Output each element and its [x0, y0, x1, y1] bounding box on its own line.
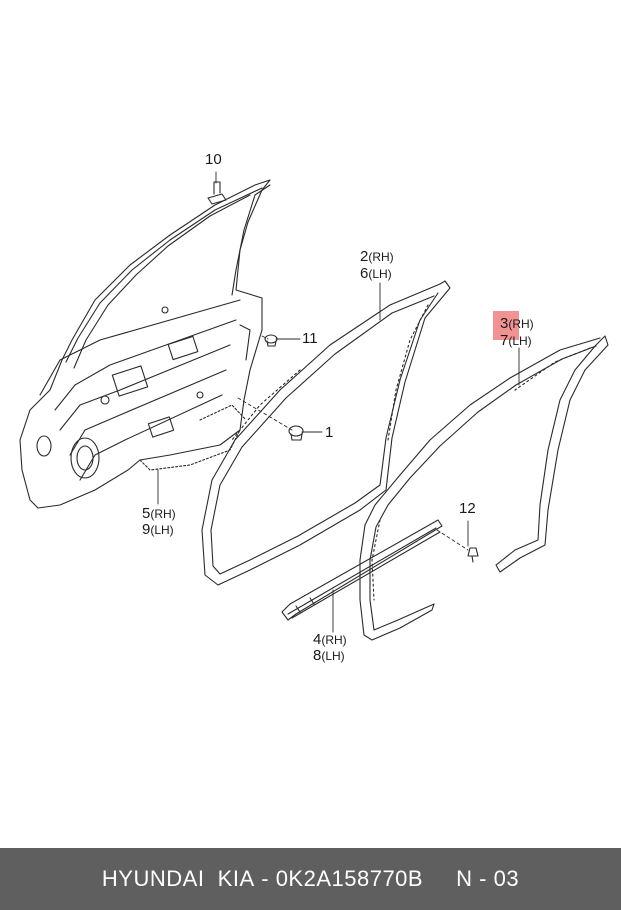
callout-10: 10 [205, 152, 222, 167]
callout-6: 6(LH) [360, 266, 392, 282]
callout-3: 3(RH) [500, 316, 534, 332]
callout-number: 4 [313, 631, 322, 648]
footer-part-number: 0K2A158770B [275, 866, 424, 891]
callout-9: 9(LH) [142, 522, 174, 538]
fastener-11-part [264, 334, 278, 347]
door-panel [19, 179, 271, 509]
callout-number: 10 [205, 151, 222, 168]
parts-diagram [19, 171, 609, 641]
callout-number: 3 [500, 315, 509, 332]
footer-gap [423, 866, 456, 892]
callout-1: 1 [325, 425, 333, 440]
callout-number: 7 [500, 332, 509, 349]
fastener-1-part [288, 425, 304, 441]
callout-number: 12 [459, 500, 476, 517]
highlight-marker [493, 311, 519, 340]
callout-number: 9 [142, 521, 151, 538]
clip-12-part [467, 547, 479, 563]
callout-11: 11 [302, 331, 318, 346]
callout-side: (LH) [321, 649, 345, 663]
callout-side: (LH) [368, 267, 392, 281]
sill-strip-part [281, 519, 443, 621]
callout-12: 12 [459, 501, 476, 516]
callout-5: 5(RH) [142, 506, 176, 522]
callout-number: 11 [302, 330, 318, 347]
callout-side: (RH) [508, 317, 534, 331]
footer-bar: HYUNDAI KIA - 0K2A158770B N - 03 [0, 848, 621, 910]
callout-side: (RH) [368, 250, 394, 264]
callout-side: (LH) [508, 334, 532, 348]
callout-number: 6 [360, 265, 369, 282]
body-weatherstrip-part [359, 335, 609, 641]
callout-2: 2(RH) [360, 249, 394, 265]
callout-8: 8(LH) [313, 648, 345, 664]
footer-brand: HYUNDAI KIA [101, 866, 255, 891]
footer-page: N - 03 [456, 866, 520, 891]
callout-side: (RH) [321, 633, 347, 647]
callout-side: (LH) [150, 523, 174, 537]
callout-number: 1 [325, 424, 334, 441]
callout-number: 5 [142, 505, 151, 522]
callout-4: 4(RH) [313, 632, 347, 648]
door-weatherstrip-part [201, 280, 451, 586]
callout-7: 7(LH) [500, 333, 532, 349]
footer-separator: - [254, 866, 276, 891]
callout-number: 2 [360, 248, 369, 265]
clip-10-part [207, 181, 227, 205]
callout-side: (RH) [150, 507, 176, 521]
leader-lines [157, 171, 520, 633]
callout-number: 8 [313, 647, 322, 664]
